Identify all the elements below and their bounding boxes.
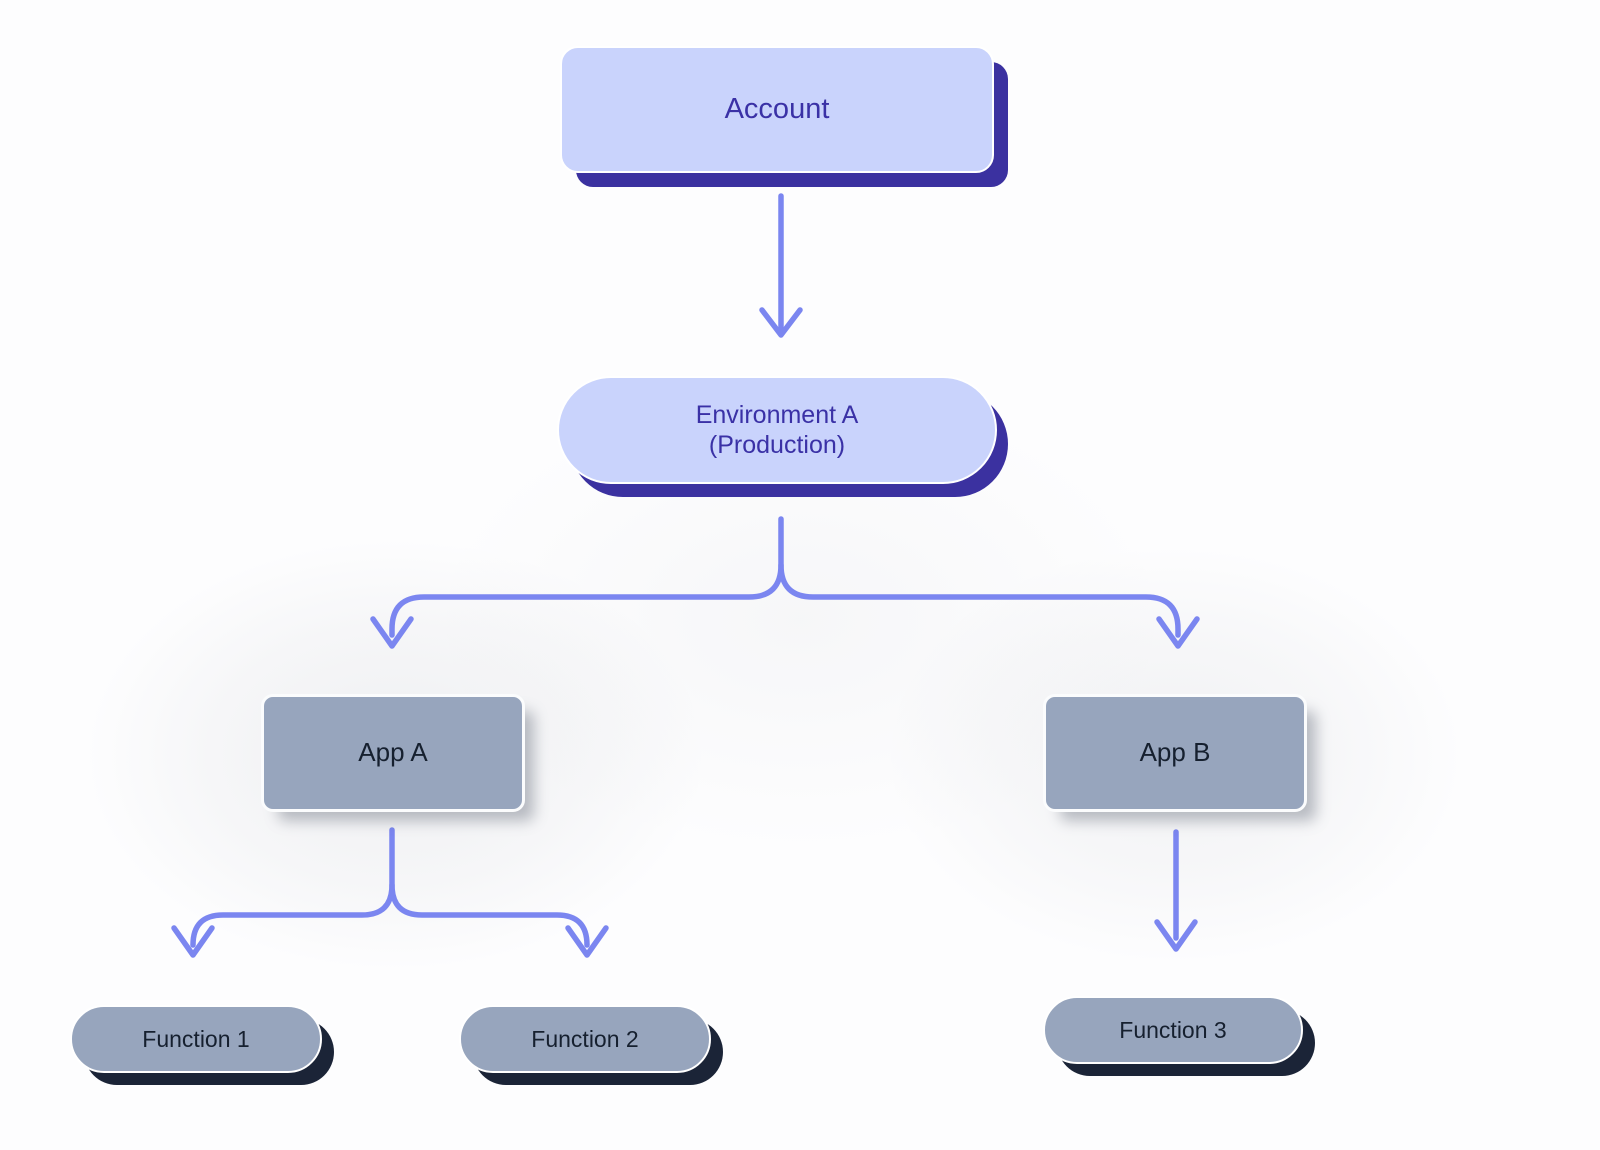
edge-app-b-to-function-3 [1154,829,1198,952]
node-environment-a-label: Environment A (Production) [695,400,859,460]
node-function-3[interactable]: Function 3 [1043,996,1303,1064]
edge-app-a-to-function-2 [389,882,609,958]
node-account[interactable]: Account [560,46,994,173]
node-function-2[interactable]: Function 2 [459,1005,711,1073]
node-function-1-label: Function 1 [142,1025,250,1052]
node-app-a[interactable]: App A [261,694,525,812]
edge-app-a-to-function-1 [171,827,395,958]
node-app-a-label: App A [358,737,428,768]
node-function-2-label: Function 2 [531,1025,639,1052]
node-function-1[interactable]: Function 1 [70,1005,322,1073]
edge-environment-to-app-b [778,562,1200,649]
edge-environment-to-app-a [370,516,784,649]
node-app-b-label: App B [1139,737,1211,768]
node-environment-a[interactable]: Environment A (Production) [557,376,997,484]
node-account-label: Account [724,92,830,125]
node-app-b[interactable]: App B [1043,694,1307,812]
edge-account-to-environment [759,193,803,338]
node-function-3-label: Function 3 [1119,1016,1227,1043]
